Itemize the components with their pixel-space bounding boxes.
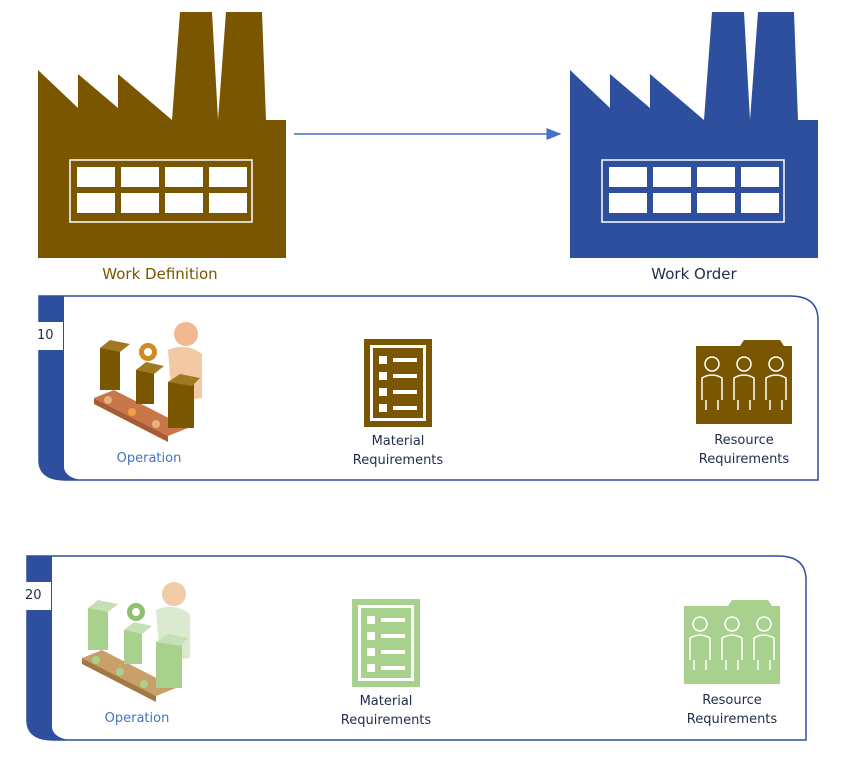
- resource-label-line2: Requirements: [698, 452, 790, 467]
- work-order-factory-icon: [570, 12, 818, 258]
- resource-label-10: Resource Requirements: [684, 431, 804, 469]
- material-label-line2: Requirements: [352, 453, 444, 468]
- step-number-20: 20: [25, 588, 42, 603]
- material-label-10: Material Requirements: [338, 432, 458, 470]
- material-label-line2: Requirements: [340, 713, 432, 728]
- material-requirements-icon: [364, 339, 432, 427]
- material-requirements-icon: [352, 599, 420, 687]
- resource-label-20: Resource Requirements: [672, 691, 792, 729]
- material-label-line1: Material: [371, 434, 425, 449]
- work-definition-factory-icon: [38, 12, 286, 258]
- material-label-line1: Material: [359, 694, 413, 709]
- resource-label-line1: Resource: [714, 433, 774, 448]
- top-diagram: [38, 12, 818, 258]
- resource-label-line2: Requirements: [686, 712, 778, 727]
- step-number-10: 10: [37, 328, 54, 343]
- operation-worker-icon: [94, 322, 202, 442]
- resource-requirements-icon: [696, 340, 792, 424]
- work-order-label: Work Order: [651, 265, 737, 283]
- operation-worker-icon: [82, 582, 190, 702]
- resource-requirements-icon: [684, 600, 780, 684]
- operation-label-20: Operation: [104, 711, 170, 726]
- work-definition-label: Work Definition: [102, 265, 218, 283]
- resource-label-line1: Resource: [702, 693, 762, 708]
- material-label-20: Material Requirements: [326, 692, 446, 730]
- operation-label-10: Operation: [116, 451, 182, 466]
